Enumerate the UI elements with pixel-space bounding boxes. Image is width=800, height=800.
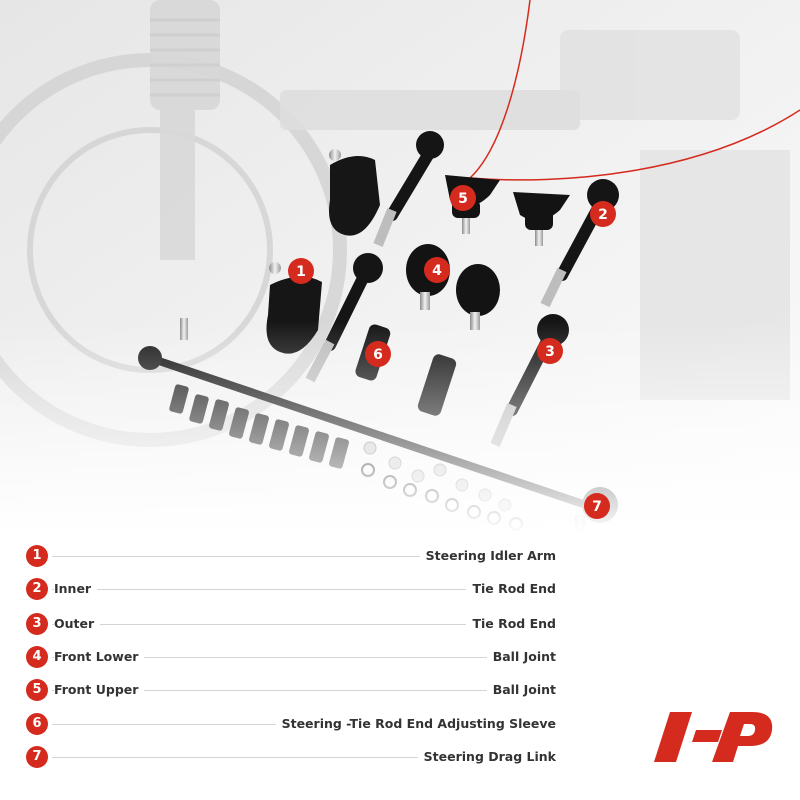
legend-position-label: Inner xyxy=(54,580,98,598)
callout-7: 7 xyxy=(584,493,610,519)
callout-1: 1 xyxy=(288,258,314,284)
legend-position-label: Front Lower xyxy=(54,648,145,666)
svg-text:6: 6 xyxy=(373,347,383,363)
legend-row-1: 1 Steering Idler Arm xyxy=(26,545,556,569)
parts-illustration: 1 2 3 4 5 6 7 xyxy=(0,0,800,535)
svg-text:1: 1 xyxy=(296,264,306,280)
legend-number-badge: 2 xyxy=(26,578,48,600)
legend-number-badge: 5 xyxy=(26,679,48,701)
legend-part-name: Ball Joint xyxy=(486,648,556,666)
legend-row-2: 2 Inner Tie Rod End xyxy=(26,578,556,602)
svg-text:4: 4 xyxy=(432,263,442,279)
legend-number-badge: 1 xyxy=(26,545,48,567)
legend-position-label: Front Upper xyxy=(54,681,145,699)
leader-line xyxy=(52,624,556,625)
legend-number-badge: 3 xyxy=(26,613,48,635)
legend-number-badge: 4 xyxy=(26,646,48,668)
callout-4: 4 xyxy=(424,257,450,283)
svg-text:3: 3 xyxy=(545,344,555,360)
legend-part-name: Tie Rod End xyxy=(466,615,556,633)
legend-number-badge: 7 xyxy=(26,746,48,768)
leader-line xyxy=(52,589,556,590)
legend-row-3: 3 Outer Tie Rod End xyxy=(26,613,556,637)
legend-row-4: 4 Front Lower Ball Joint xyxy=(26,646,556,670)
callout-5: 5 xyxy=(450,185,476,211)
legend-number-badge: 6 xyxy=(26,713,48,735)
leader-line xyxy=(52,657,556,658)
svg-text:2: 2 xyxy=(598,207,608,223)
legend-part-name: Steering Drag Link xyxy=(417,748,556,766)
callout-6: 6 xyxy=(365,341,391,367)
leader-line xyxy=(52,757,556,758)
callout-2: 2 xyxy=(590,201,616,227)
svg-text:7: 7 xyxy=(592,499,602,515)
legend-part-name: Steering -Tie Rod End Adjusting Sleeve xyxy=(275,715,556,733)
suspension-parts-photo: 1 2 3 4 5 6 7 xyxy=(0,0,800,535)
leader-line xyxy=(52,556,556,557)
svg-text:5: 5 xyxy=(458,191,468,207)
legend-row-6: 6 Steering -Tie Rod End Adjusting Sleeve xyxy=(26,713,556,737)
legend-position-label: Outer xyxy=(54,615,101,633)
callout-3: 3 xyxy=(537,338,563,364)
legend-part-name: Tie Rod End xyxy=(466,580,556,598)
legend-part-name: Steering Idler Arm xyxy=(419,547,556,565)
legend-part-name: Ball Joint xyxy=(486,681,556,699)
legend-row-5: 5 Front Upper Ball Joint xyxy=(26,679,556,703)
leader-line xyxy=(52,690,556,691)
legend-row-7: 7 Steering Drag Link xyxy=(26,746,556,770)
brand-logo-icon xyxy=(652,706,776,764)
